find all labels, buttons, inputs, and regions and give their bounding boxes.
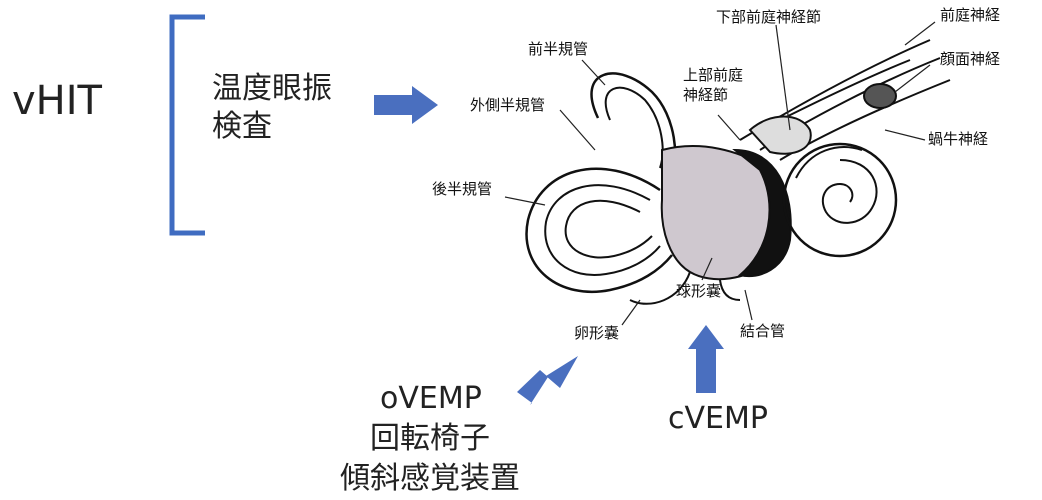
rotary-chair-label: 回転椅子 — [370, 420, 490, 458]
superior-ganglion-label-2: 神経節 — [683, 86, 728, 104]
utricle-label: 卵形嚢 — [574, 324, 619, 342]
saccule-label: 球形嚢 — [676, 282, 721, 300]
cvemp-arrow-icon — [688, 325, 724, 393]
caloric-test-line1: 温度眼振 — [212, 70, 332, 108]
vhit-label: vHIT — [12, 78, 102, 124]
caloric-test-line2: 検査 — [212, 108, 272, 146]
inferior-ganglion-label: 下部前庭神経節 — [716, 8, 821, 26]
caloric-arrow-icon — [374, 86, 438, 124]
cvemp-label: cVEMP — [668, 400, 768, 438]
ovemp-label: oVEMP — [380, 380, 482, 418]
tilt-device-label: 傾斜感覚装置 — [340, 460, 520, 498]
ovemp-arrow-icon — [517, 356, 578, 405]
posterior-canal-label: 後半規管 — [432, 180, 492, 198]
superior-ganglion-label-1: 上部前庭 — [683, 66, 743, 84]
lateral-canal-label: 外側半規管 — [470, 96, 545, 114]
anterior-canal-label: 前半規管 — [528, 40, 588, 58]
facial-nerve-label: 顔面神経 — [940, 50, 1000, 68]
ductus-reuniens-label: 結合管 — [740, 322, 785, 340]
bracket — [172, 17, 205, 233]
vestibular-nerve-label: 前庭神経 — [940, 6, 1000, 24]
cochlear-nerve-label: 蝸牛神経 — [928, 130, 988, 148]
